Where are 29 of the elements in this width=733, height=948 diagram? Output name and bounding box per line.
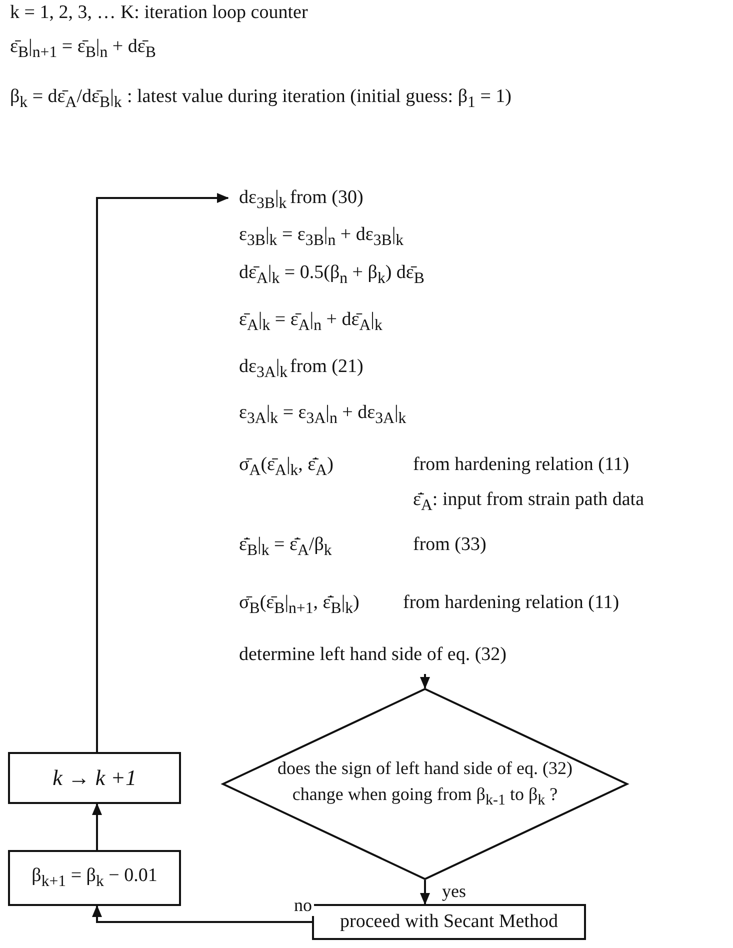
formula: determine left hand side of eq. (32) <box>239 644 506 667</box>
note-text: k = 1, 2, 3, … K: iteration loop counter <box>10 2 308 25</box>
formula: β$_{k}$ = dε̄$_{A}$/dε̄$_{B}$|$_{k}$ <box>10 86 122 113</box>
formula: dε̄$_{A}$|$_{k}$ = 0.5(β$_{n}$ + β$_{k}$) dε̄$_{B}$ <box>239 262 424 289</box>
arrow <box>420 674 430 689</box>
arrow <box>92 803 102 850</box>
note-text: ε̄̇$_{A}$: input from strain path data <box>413 489 644 516</box>
arrow <box>96 193 229 752</box>
formula: σ̄$_{B}$(ε̄$_{B}$|$_{n+1}$, ε̄̇$_{B}$|$_{k}$) <box>239 592 360 619</box>
formula: dε$_{3B}$|$_{k}$ <box>239 187 287 214</box>
formula: dε$_{3A}$|$_{k}$ <box>239 356 288 383</box>
note-text: from (30) <box>290 187 364 210</box>
arrow <box>420 880 430 905</box>
formula: ε̄̇$_{B}$|$_{k}$ = ε̄̇$_{A}$/β$_{k}$ <box>239 534 332 561</box>
note-text: : latest value during iteration (initial guess: β$_{1}$ = 1) <box>127 86 512 113</box>
note-text: from (33) <box>413 534 486 557</box>
arrow <box>92 905 312 923</box>
formula: ε̄$_{B}$|$_{n+1}$ = ε̄$_{B}$|$_{n}$ + dε̄$_{B}$ <box>10 36 156 63</box>
formula: ε̄$_{A}$|$_{k}$ = ε̄$_{A}$|$_{n}$ + dε̄$_{A}$|$_{k}$ <box>239 309 382 336</box>
formula: σ̄$_{A}$(ε̄$_{A}$|$_{k}$, ε̄̇$_{A}$) <box>239 454 334 481</box>
process-box: proceed with Secant Method <box>312 904 586 940</box>
note-text: from hardening relation (11) <box>413 454 630 477</box>
note-text: from (21) <box>290 356 364 379</box>
note-text: from hardening relation (11) <box>403 592 620 615</box>
process-box: k → k +1 <box>8 752 181 804</box>
formula: ε$_{3A}$|$_{k}$ = ε$_{3A}$|$_{n}$ + dε$_{3A}$|$_{k}$ <box>239 402 406 429</box>
decision-text: does the sign of left hand side of eq. (32) change when going from β$_{k-1}$ to β$_{k}$ ? <box>276 757 574 811</box>
formula: ε$_{3B}$|$_{k}$ = ε$_{3B}$|$_{n}$ + dε$_{3B}$|$_{k}$ <box>239 224 404 251</box>
process-box: β$_{k+1}$ = β$_{k}$ − 0.01 <box>8 850 181 906</box>
